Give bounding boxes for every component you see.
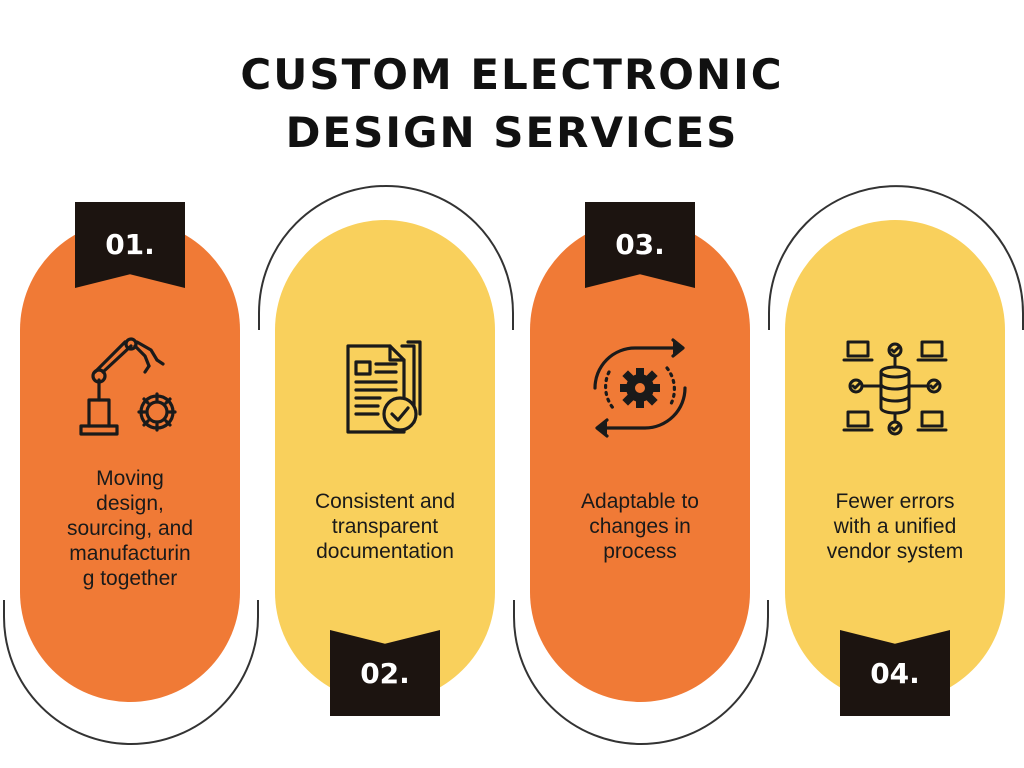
card-2 — [275, 220, 495, 702]
card-3-text: Adaptable to changes in process — [581, 490, 699, 563]
card-4 — [785, 220, 1005, 702]
card-1-number: 01. — [105, 228, 155, 261]
card-1-text: Moving design, sourcing, and manufacturi… — [66, 467, 194, 590]
card-3 — [530, 220, 750, 702]
card-4-text: Fewer errors with a unified vendor syste… — [826, 490, 964, 563]
card-2-number: 02. — [360, 657, 410, 690]
card-3-number-badge: 03. — [585, 202, 695, 288]
gear-cycle-arrows-icon — [593, 338, 687, 438]
database-network-icon — [842, 340, 948, 436]
document-checkmark-icon — [346, 340, 422, 434]
card-4-number-badge: 04. — [840, 630, 950, 716]
card-2-number-badge: 02. — [330, 630, 440, 716]
card-2-text: Consistent and transparent documentation — [314, 490, 456, 563]
card-3-number: 03. — [615, 228, 665, 261]
card-1-number-badge: 01. — [75, 202, 185, 288]
title-line-1: CUSTOM ELECTRONIC — [240, 50, 784, 99]
title-line-2: DESIGN SERVICES — [285, 108, 739, 157]
robotic-arm-gear-icon — [79, 337, 177, 436]
card-4-number: 04. — [870, 657, 920, 690]
card-1 — [20, 220, 240, 702]
